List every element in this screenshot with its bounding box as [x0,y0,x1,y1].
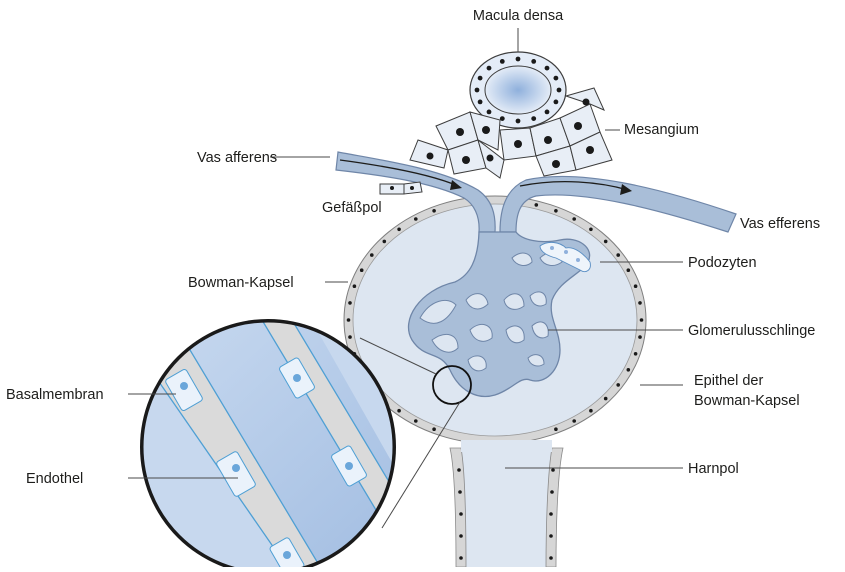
capsule-nucleus [347,318,351,322]
capsule-nucleus [634,352,638,356]
macula-densa-nucleus [487,110,492,115]
capsule-nucleus [554,427,558,431]
macula-densa-nucleus [531,59,536,64]
capsule-nucleus [604,397,608,401]
capsule-nucleus [353,284,357,288]
capsule-nucleus [414,419,418,423]
label-epithel-line1: Epithel der [694,373,763,389]
capsule-nucleus [616,253,620,257]
label-vas-afferens: Vas afferens [197,150,277,166]
capsule-nucleus [397,228,401,232]
capsule-nucleus [432,427,436,431]
capsule-nucleus [535,203,539,207]
macula-densa-nucleus [478,76,483,81]
label-mesangium: Mesangium [624,122,699,138]
label-epithel-line2: Bowman-Kapsel [694,393,800,409]
capsule-nucleus [572,217,576,221]
capsule-nucleus [589,409,593,413]
capsule-nucleus [370,253,374,257]
macula-densa-nucleus [500,59,505,64]
macula-densa-nucleus [531,116,536,121]
label-glomerulusschlinge: Glomerulusschlinge [688,323,815,339]
macula-densa-nucleus [500,116,505,121]
macula-densa-nucleus [545,110,550,115]
capsule-nucleus [554,209,558,213]
macula-densa-nucleus [557,88,562,93]
capsule-nucleus [616,383,620,387]
capsule-nucleus [638,301,642,305]
capsule-nucleus [348,301,352,305]
capsule-nucleus [634,284,638,288]
label-gefaesspol: Gefäßpol [322,200,382,216]
capsule-nucleus [432,209,436,213]
label-bowman-kapsel: Bowman-Kapsel [188,275,294,291]
capsule-nucleus [572,419,576,423]
macula-densa-nucleus [516,57,521,62]
label-harnpol: Harnpol [688,461,739,477]
capsule-nucleus [414,217,418,221]
macula-densa-nucleus [554,100,559,105]
macula-densa-nucleus [487,66,492,71]
capsule-nucleus [589,228,593,232]
capsule-nucleus [348,335,352,339]
capsule-nucleus [360,268,364,272]
macula-densa-nucleus [478,100,483,105]
capsule-nucleus [397,409,401,413]
macula-densa-nucleus [545,66,550,71]
capsule-nucleus [640,318,644,322]
capsule-nucleus [627,368,631,372]
capsule-nucleus [383,240,387,244]
capsule-nucleus [638,335,642,339]
capsule-nucleus [604,240,608,244]
macula-densa-nucleus [554,76,559,81]
macula-densa-nucleus [475,88,480,93]
label-vas-efferens: Vas efferens [740,216,820,232]
label-endothel: Endothel [26,471,83,487]
label-basalmembran: Basalmembran [6,387,104,403]
label-podozyten: Podozyten [688,255,757,271]
urinary-pole-tube [450,448,563,567]
macula-densa-nucleus [516,119,521,124]
label-macula-densa: Macula densa [473,8,564,24]
capsule-nucleus [627,268,631,272]
